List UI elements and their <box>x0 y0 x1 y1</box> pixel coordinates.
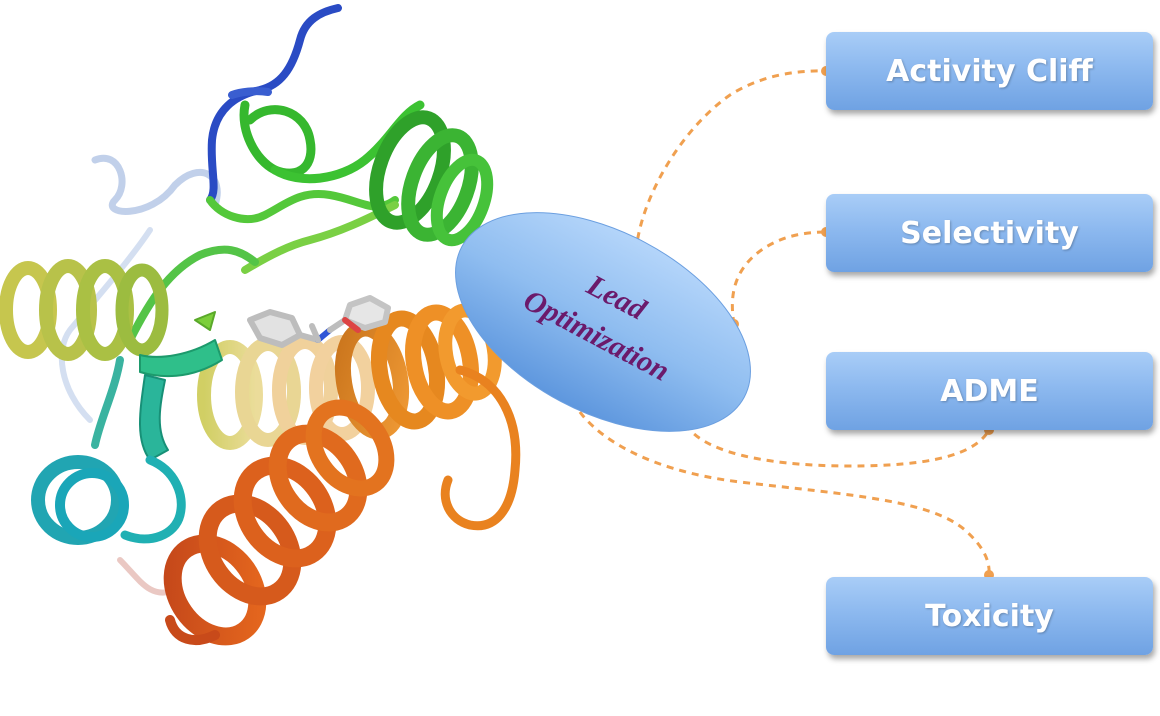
adme-label: ADME <box>940 373 1039 409</box>
toxicity-label: Toxicity <box>925 598 1054 634</box>
yellow-helix <box>0 259 169 361</box>
adme-box: ADME <box>826 352 1153 430</box>
protein-structure-illustration <box>0 4 521 646</box>
activity-cliff-label: Activity Cliff <box>886 53 1093 89</box>
teal-coil <box>31 455 186 545</box>
connectors <box>566 69 991 576</box>
ligand-molecule <box>247 295 391 348</box>
connector-toxicity <box>566 388 991 576</box>
red-helix <box>163 399 395 646</box>
activity-cliff-box: Activity Cliff <box>826 32 1153 110</box>
selectivity-label: Selectivity <box>900 215 1079 251</box>
selectivity-box: Selectivity <box>826 194 1153 272</box>
connector-adme <box>684 423 991 468</box>
connector-activity-cliff <box>634 69 827 253</box>
connector-selectivity <box>730 230 827 325</box>
lead-optimization-node: Lead Optimization <box>455 212 751 432</box>
toxicity-box: Toxicity <box>826 577 1153 655</box>
green-helix <box>369 110 494 247</box>
